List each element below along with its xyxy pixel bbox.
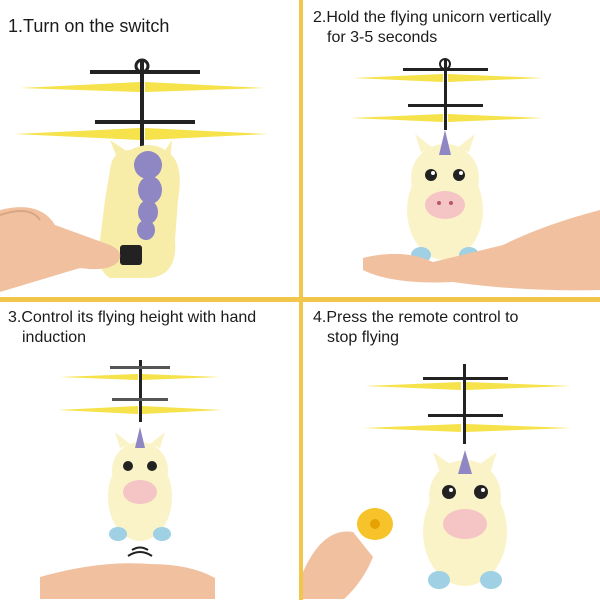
step-1-panel: 1.Turn on the switch bbox=[0, 0, 299, 297]
step-2-panel: 2.Hold the flying unicorn vertically for… bbox=[303, 0, 600, 297]
step-4-line-1: 4.Press the remote control to bbox=[313, 309, 519, 326]
step-2-illustration bbox=[351, 58, 600, 291]
step-4-line-2: stop flying bbox=[327, 329, 400, 346]
step-1-illustration bbox=[0, 58, 268, 292]
step-4-panel: 4.Press the remote control to stop flyin… bbox=[303, 302, 600, 599]
step-4-caption: 4.Press the remote control to stop flyin… bbox=[313, 308, 583, 348]
step-3-panel: 3.Control its flying height with hand in… bbox=[0, 302, 299, 599]
step-3-line-2: induction bbox=[22, 329, 87, 346]
step-4-illustration bbox=[303, 364, 571, 599]
step-1-caption: 1.Turn on the switch bbox=[8, 16, 169, 36]
step-2-line-2: for 3-5 seconds bbox=[327, 29, 438, 46]
step-2-line-1: 2.Hold the flying unicorn vertically bbox=[313, 9, 552, 26]
step-3-line-1: 3.Control its flying height with hand bbox=[8, 309, 257, 326]
step-3-illustration bbox=[40, 360, 222, 599]
step-2-caption: 2.Hold the flying unicorn vertically for… bbox=[313, 8, 583, 48]
step-1-line-1: 1.Turn on the switch bbox=[8, 16, 170, 36]
step-3-caption: 3.Control its flying height with hand in… bbox=[8, 308, 298, 348]
horizontal-divider bbox=[0, 297, 600, 302]
